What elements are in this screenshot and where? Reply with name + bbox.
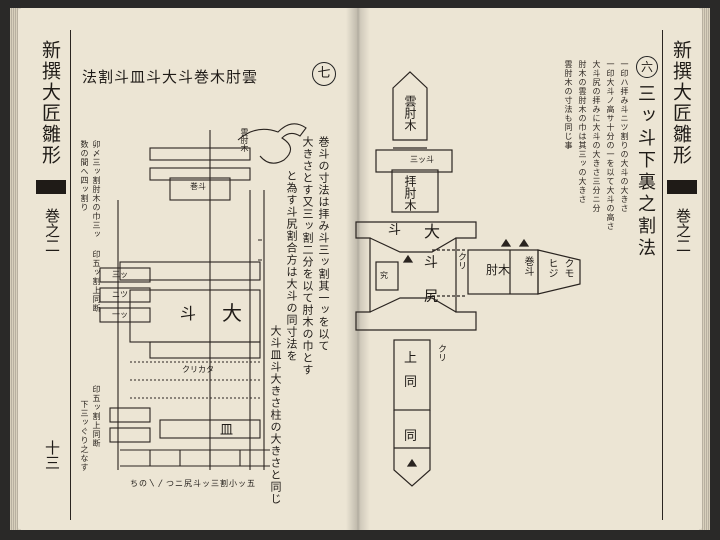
note-line-2: 大きさとす又三ッ割二分を以て肘木の巾とす bbox=[301, 136, 314, 376]
right-note-4: 肘木の雲肘木の巾は其三ッの大きさ bbox=[578, 60, 587, 204]
label-to: 斗 bbox=[180, 304, 197, 323]
right-margin-band-mark bbox=[667, 180, 697, 194]
left-page bbox=[18, 8, 358, 530]
side-note-5: 下三ッぐり之なす bbox=[80, 400, 89, 472]
left-margin-title: 新撰大匠雛形 bbox=[39, 40, 61, 166]
label-itsutsu: 一ッ bbox=[112, 310, 128, 319]
label-to-center: 斗 bbox=[424, 255, 438, 271]
book-gutter bbox=[346, 8, 370, 530]
label-kuri: クリ bbox=[456, 252, 466, 270]
right-note-2: 一印大斗ノ高サ十分の一を以て大斗の高さ bbox=[606, 60, 615, 231]
label-kumo: クモ bbox=[562, 258, 573, 278]
left-section-title: 雲肘木巻斗大斗皿斗割法 bbox=[82, 68, 259, 86]
label-maki: 巻斗 bbox=[522, 256, 533, 276]
label-mitsu: 三ッ bbox=[112, 270, 128, 279]
side-note-2: 数の間へ四ッ割り bbox=[80, 140, 89, 212]
label-kuri-lower: クリ bbox=[436, 344, 446, 362]
label-shiri: 尻 bbox=[424, 289, 438, 305]
right-volume: 巻之二 bbox=[674, 208, 692, 253]
label-kurikata: クリカタ bbox=[182, 365, 214, 374]
label-ken: 究 bbox=[380, 271, 388, 280]
top-post-shape bbox=[392, 71, 428, 141]
label-ue: 上 bbox=[404, 351, 418, 366]
side-note-4: 印五ッ割上同断 bbox=[92, 385, 101, 448]
bottom-caption: 五ッ小割三ッ斗尻ニつ〳〵のち bbox=[130, 479, 256, 488]
note-line-3: と為す斗尻割合方は大斗の同寸法を bbox=[285, 170, 298, 362]
left-volume: 巻之二 bbox=[43, 208, 61, 253]
right-page bbox=[358, 8, 702, 530]
right-margin-title: 新撰大匠雛形 bbox=[670, 40, 692, 166]
label-cloud-bracket: 雲肘木 bbox=[240, 128, 249, 152]
label-dai: 大 bbox=[424, 222, 441, 241]
label-sara: 皿 bbox=[220, 423, 234, 438]
figure-number-badge: 七 bbox=[312, 62, 336, 86]
label-to-left: 斗 bbox=[388, 223, 402, 238]
left-margin-band: 新撰大匠雛形 巻之二 十三 bbox=[34, 30, 71, 520]
note-line-1: 巻斗の寸法は拝み斗三ッ割其一ッを以て bbox=[317, 136, 330, 352]
margin-band-mark bbox=[36, 180, 66, 194]
label-onaji-1: 同 bbox=[404, 375, 418, 390]
right-note-5: 雲肘木の寸法も同じ事 bbox=[564, 60, 573, 150]
right-figure-number-badge: 六 bbox=[636, 56, 658, 78]
cloud-scroll-shape bbox=[237, 123, 307, 164]
right-margin-band: 新撰大匠雛形 巻之二 bbox=[662, 30, 699, 520]
label-onaji-2: 同 bbox=[404, 429, 418, 444]
label-futatsu: ニツ bbox=[112, 290, 128, 299]
right-note-3: 大斗尻の拝みに大斗の大きさ三分ニ分 bbox=[592, 60, 601, 213]
page-stack-right bbox=[700, 8, 710, 530]
right-note-1: 一印ハ拝み斗ニツ割りの大斗の大きさ bbox=[620, 60, 629, 213]
label-hai-hijiki: 拝肘木 bbox=[403, 175, 417, 211]
label-makito: 巻斗 bbox=[190, 182, 206, 191]
side-note-3: 印五ッ割上同断 bbox=[92, 250, 101, 313]
label-cloud-beam: 雲肘木 bbox=[403, 95, 417, 131]
note-line-4: 大斗皿斗大きさ柱の大きさと同じ bbox=[269, 325, 282, 505]
side-note-1: 卯〆三ッ割肘木の巾三ッ bbox=[92, 140, 101, 239]
label-dai: 大 bbox=[222, 301, 242, 325]
page-stack-left bbox=[10, 8, 20, 530]
label-hiji: ヒジ bbox=[546, 258, 557, 278]
right-section-title: 三ッ斗下裏之割法 bbox=[635, 84, 656, 260]
label-hijiki: 肘木 bbox=[486, 263, 511, 277]
left-page-number: 十三 bbox=[43, 440, 61, 470]
label-mitsu-to: 三ッ斗 bbox=[410, 155, 434, 164]
